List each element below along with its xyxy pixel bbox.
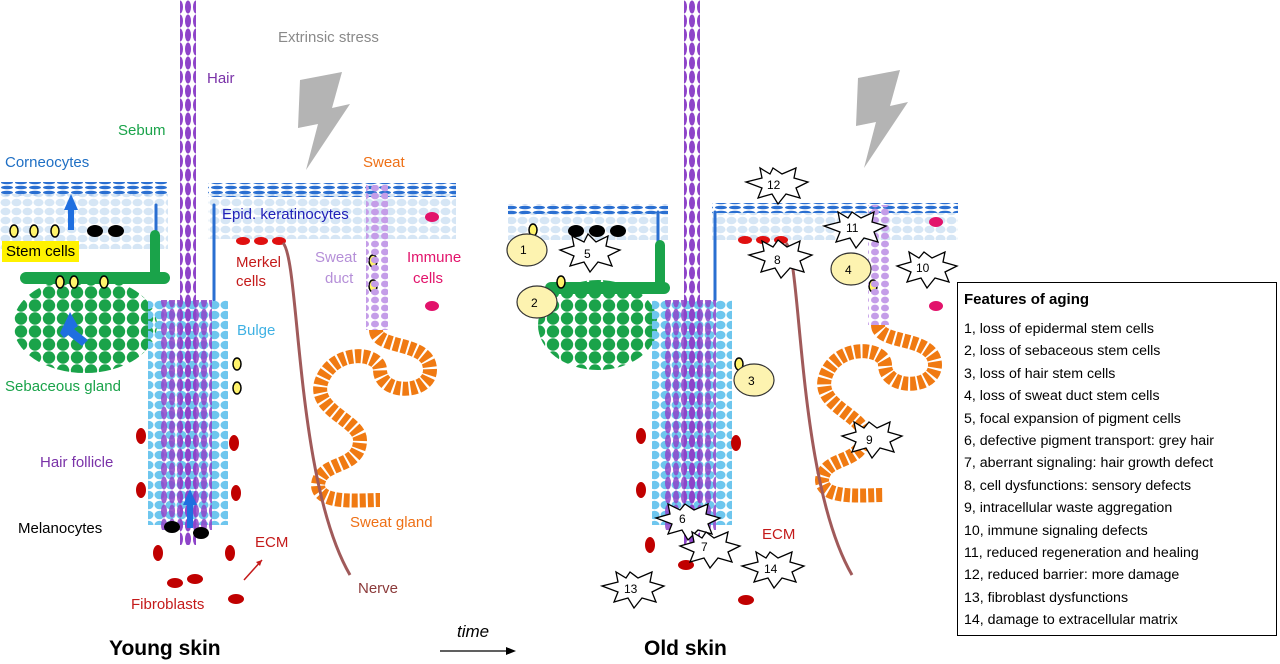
legend-item: 4, loss of sweat duct stem cells (964, 388, 1160, 405)
young-skin-panel (0, 0, 456, 604)
marker-5: 5 (584, 247, 591, 261)
label-immune: Immune (407, 249, 462, 266)
label-sweat-gland: Sweat gland (350, 514, 433, 531)
sebaceous-gland-young (13, 277, 157, 373)
legend-item: 6, defective pigment transport: grey hai… (964, 433, 1214, 450)
caption-old-skin: Old skin (644, 637, 727, 660)
nerve-young (281, 241, 352, 576)
legend-item: 10, immune signaling defects (964, 522, 1148, 539)
aging-features-legend: Features of aging 1, loss of epidermal s… (957, 282, 1277, 636)
marker-2: 2 (531, 296, 538, 310)
label-sweat-duct-2: duct (325, 270, 354, 287)
epidermis-left-young (0, 194, 168, 249)
label-merkel-cells: cells (236, 273, 267, 290)
marker-10: 10 (916, 261, 930, 275)
label-sebum: Sebum (118, 122, 166, 139)
marker-7: 7 (701, 540, 708, 554)
label-ecm: ECM (255, 534, 289, 551)
label-ecm-old: ECM (762, 526, 796, 543)
marker-14: 14 (764, 562, 778, 576)
damage-marker-stars (558, 166, 959, 610)
label-melanocytes: Melanocytes (18, 520, 103, 537)
label-time: time (457, 622, 490, 641)
legend-item: 7, aberrant signaling: hair growth defec… (964, 455, 1214, 472)
legend-item: 9, intracellular waste aggregation (964, 500, 1173, 517)
legend-item: 11, reduced regeneration and healing (964, 545, 1199, 562)
legend-item: 14, damage to extracellular matrix (964, 612, 1178, 629)
sweat-gland-old (814, 323, 943, 503)
sebaceous-gland-old (538, 280, 658, 370)
label-corneocytes: Corneocytes (5, 154, 90, 171)
corneocyte-layer-right-young (208, 183, 456, 197)
label-immune-cells: cells (413, 270, 444, 287)
legend-item: 12, reduced barrier: more damage (964, 567, 1180, 584)
label-hair: Hair (207, 70, 235, 87)
legend-title: Features of aging (964, 291, 1090, 308)
corneocyte-layer-left-young (0, 182, 168, 196)
loss-marker-clouds (506, 233, 872, 397)
sweat-duct-young (366, 185, 388, 330)
marker-9: 9 (866, 433, 873, 447)
label-bulge: Bulge (237, 322, 276, 339)
marker-8: 8 (774, 253, 781, 267)
legend-item: 3, loss of hair stem cells (964, 365, 1116, 382)
label-stem-cells: Stem cells (2, 241, 80, 262)
marker-3: 3 (748, 374, 755, 388)
old-skin-panel (506, 0, 959, 610)
label-extrinsic-stress: Extrinsic stress (278, 29, 379, 46)
label-sweat-duct-1: Sweat (315, 249, 357, 266)
marker-12: 12 (767, 178, 781, 192)
caption-young-skin: Young skin (109, 637, 221, 660)
label-merkel: Merkel (236, 254, 282, 271)
label-nerve: Nerve (358, 580, 399, 597)
marker-11: 11 (846, 221, 859, 235)
sweat-gland-young (310, 328, 438, 508)
corneocyte-layer-right-old (712, 203, 958, 213)
label-epid-keratinocytes: Epid. keratinocytes (222, 206, 349, 223)
hair-bulb-young (160, 300, 212, 530)
label-fibroblasts: Fibroblasts (131, 596, 205, 613)
corneocyte-layer-left-old (508, 204, 668, 214)
marker-4: 4 (845, 263, 852, 277)
legend-item: 13, fibroblast dysfunctions (964, 589, 1129, 606)
legend-item: 8, cell dysfunctions: sensory defects (964, 477, 1192, 494)
epidermis-right-young (208, 194, 456, 239)
legend-item: 5, focal expansion of pigment cells (964, 410, 1181, 427)
legend-item: 2, loss of sebaceous stem cells (964, 343, 1161, 360)
label-sweat: Sweat (363, 154, 405, 171)
hair-bulb-old (664, 300, 716, 530)
marker-6: 6 (679, 512, 686, 526)
label-hair-follicle: Hair follicle (40, 454, 114, 471)
legend-item: 1, loss of epidermal stem cells (964, 321, 1155, 337)
label-sebaceous-gland: Sebaceous gland (5, 378, 121, 395)
marker-13: 13 (624, 582, 638, 596)
marker-1: 1 (520, 243, 527, 257)
